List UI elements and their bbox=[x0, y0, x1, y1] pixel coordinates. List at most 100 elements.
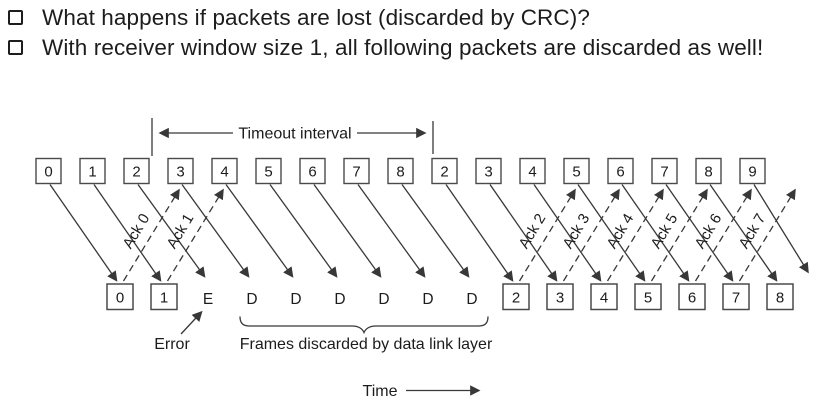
receiver-letter-label: D bbox=[246, 291, 257, 308]
ack-arrow bbox=[166, 188, 224, 282]
sender-frame-label: 6 bbox=[308, 164, 316, 181]
data-arrow bbox=[49, 184, 118, 282]
data-arrow bbox=[269, 184, 338, 278]
error-arrow bbox=[180, 310, 203, 335]
receiver-frame-label: 2 bbox=[512, 290, 520, 307]
bullet-text: What happens if packets are lost (discar… bbox=[42, 5, 590, 30]
sender-frame-box bbox=[167, 157, 194, 185]
ack-label: Ack 2 bbox=[515, 211, 549, 252]
ack-arrow bbox=[562, 188, 620, 282]
receiver-letter-label: D bbox=[422, 291, 433, 308]
data-arrow bbox=[533, 184, 602, 282]
sender-frame-box bbox=[431, 157, 458, 185]
data-arrow bbox=[401, 184, 470, 278]
receiver-frame-label: 6 bbox=[688, 290, 696, 307]
receiver-frame-box bbox=[150, 283, 178, 311]
ack-label: Ack 1 bbox=[163, 211, 197, 252]
sender-frame-label: 6 bbox=[616, 164, 624, 181]
discard-label: Frames discarded by data link layer bbox=[240, 336, 493, 353]
sender-frame-box bbox=[387, 157, 414, 185]
ack-arrow bbox=[694, 188, 752, 282]
sender-frame-box bbox=[607, 157, 634, 185]
sender-frame-box bbox=[563, 157, 590, 185]
bullet-list: What happens if packets are lost (discar… bbox=[0, 3, 800, 63]
underbrace bbox=[239, 316, 489, 335]
data-arrow bbox=[709, 184, 778, 282]
timeout-label: Timeout interval bbox=[238, 126, 351, 143]
receiver-letter-label: D bbox=[378, 291, 389, 308]
data-arrow bbox=[181, 184, 250, 278]
sender-frame-label: 4 bbox=[528, 164, 536, 181]
sender-frame-box bbox=[651, 157, 678, 185]
bullet-item: With receiver window size 1, all followi… bbox=[0, 33, 800, 62]
data-arrow bbox=[621, 184, 690, 282]
receiver-frame-box bbox=[634, 283, 662, 311]
sender-frame-label: 3 bbox=[484, 164, 492, 181]
receiver-frame-label: 1 bbox=[160, 290, 168, 307]
receiver-letter-label: D bbox=[290, 291, 301, 308]
ack-arrow bbox=[518, 188, 576, 282]
receiver-letter-label: D bbox=[334, 291, 345, 308]
sender-frame-label: 0 bbox=[44, 164, 52, 181]
time-label: Time bbox=[363, 383, 398, 400]
receiver-frame-label: 4 bbox=[600, 290, 608, 307]
square-bullet-icon bbox=[8, 10, 23, 25]
data-arrow bbox=[753, 184, 809, 274]
data-arrow bbox=[93, 184, 162, 282]
receiver-frame-box bbox=[590, 283, 618, 311]
sender-frame-label: 5 bbox=[572, 164, 580, 181]
receiver-frame-box bbox=[106, 283, 134, 311]
data-arrow bbox=[489, 184, 558, 282]
sender-frame-label: 8 bbox=[704, 164, 712, 181]
ack-arrow bbox=[650, 188, 708, 282]
receiver-letter-label: D bbox=[466, 291, 477, 308]
sender-frame-box bbox=[255, 157, 282, 185]
receiver-frame-box bbox=[766, 283, 794, 311]
bullet-text: With receiver window size 1, all followi… bbox=[42, 35, 764, 60]
sender-frame-label: 3 bbox=[176, 164, 184, 181]
receiver-frame-box bbox=[502, 283, 530, 311]
receiver-frame-label: 7 bbox=[732, 290, 740, 307]
receiver-frame-box bbox=[546, 283, 574, 311]
data-arrow bbox=[577, 184, 646, 282]
sender-frame-label: 9 bbox=[748, 164, 756, 181]
sender-frame-label: 2 bbox=[440, 164, 448, 181]
timeout-label-bg bbox=[233, 123, 357, 142]
sender-frame-label: 8 bbox=[396, 164, 404, 181]
sender-frame-box bbox=[211, 157, 238, 185]
ack-arrow bbox=[606, 188, 664, 282]
receiver-frame-label: 3 bbox=[556, 290, 564, 307]
ack-label: Ack 4 bbox=[603, 211, 637, 252]
receiver-frame-label: 8 bbox=[776, 290, 784, 307]
square-bullet-icon bbox=[8, 40, 23, 55]
sender-frame-label: 5 bbox=[264, 164, 272, 181]
ack-label: Ack 5 bbox=[647, 211, 681, 252]
data-arrow bbox=[357, 184, 426, 278]
receiver-frame-box bbox=[678, 283, 706, 311]
bullet-item: What happens if packets are lost (discar… bbox=[0, 3, 800, 32]
data-arrow bbox=[137, 184, 206, 278]
sender-frame-box bbox=[519, 157, 546, 185]
sender-frame-box bbox=[475, 157, 502, 185]
sender-frame-label: 2 bbox=[132, 164, 140, 181]
sender-frame-box bbox=[343, 157, 370, 185]
data-arrow bbox=[313, 184, 382, 278]
receiver-frame-label: 0 bbox=[116, 290, 124, 307]
data-arrow bbox=[225, 184, 294, 278]
sender-frame-label: 7 bbox=[352, 164, 360, 181]
ack-label: Ack 3 bbox=[559, 211, 593, 252]
error-label: Error bbox=[154, 336, 190, 353]
receiver-frame-box bbox=[722, 283, 750, 311]
ack-label: Ack 6 bbox=[691, 211, 725, 252]
receiver-letter-label: E bbox=[203, 291, 213, 308]
ack-label: Ack 7 bbox=[735, 211, 769, 252]
ack-arrow bbox=[122, 188, 180, 282]
sender-frame-label: 1 bbox=[88, 164, 96, 181]
sender-frame-box bbox=[299, 157, 326, 185]
receiver-frame-label: 5 bbox=[644, 290, 652, 307]
ack-label: Ack 0 bbox=[119, 211, 153, 252]
sender-frame-box bbox=[739, 157, 766, 185]
sender-frame-label: 4 bbox=[220, 164, 228, 181]
